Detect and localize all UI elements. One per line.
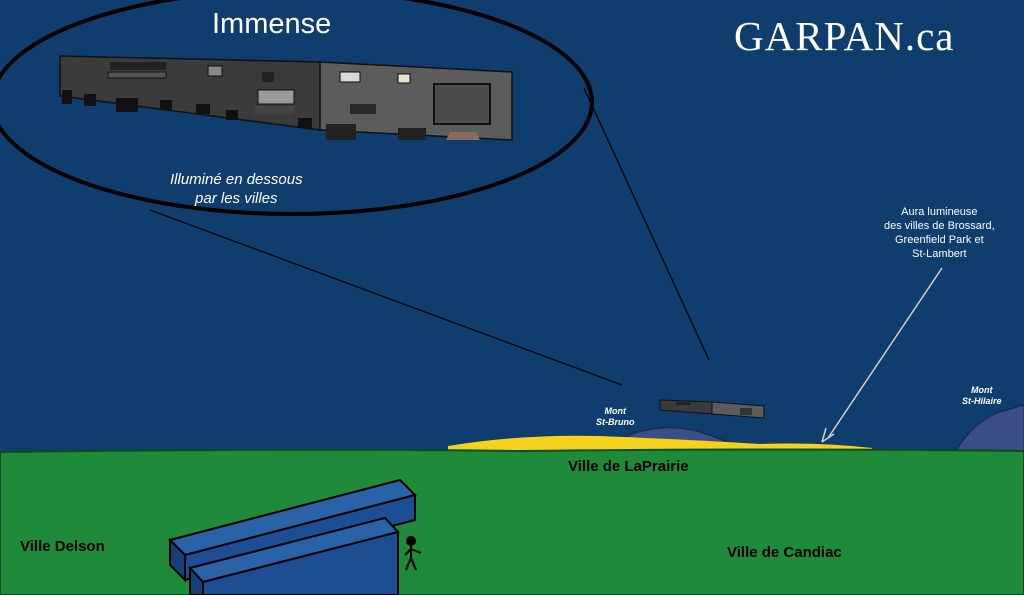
label-mont-st-bruno: Mont St-Bruno [596, 406, 635, 428]
label-st-bruno-line-2: St-Bruno [596, 417, 635, 427]
zoom-ellipse [0, 0, 594, 216]
note-aura: Aura lumineuse des villes de Brossard, G… [884, 205, 995, 261]
aura-arrow-head [821, 427, 835, 443]
stick-person [404, 536, 422, 571]
label-mont-st-hilaire: Mont St-Hilaire [962, 385, 1002, 407]
brand-logo-text: GARPAN.ca [734, 13, 955, 59]
craft-distant [659, 399, 765, 419]
label-st-bruno-line-1: Mont [604, 406, 627, 416]
label-city-candiac: Ville de Candiac [727, 544, 842, 561]
city-glow [448, 435, 872, 452]
note-aura-line-2: des villes de Brossard, [884, 220, 995, 232]
label-city-laprairie: Ville de LaPrairie [568, 458, 689, 475]
label-st-hilaire-line-1: Mont [971, 385, 993, 395]
aura-arrow [827, 267, 943, 439]
warehouse-buildings [168, 478, 417, 595]
note-aura-line-1: Aura lumineuse [901, 206, 978, 218]
label-st-hilaire-line-2: St-Hilaire [962, 396, 1002, 406]
title-immense: Immense [212, 8, 332, 40]
note-lit-line-1: Illuminé en dessous [170, 171, 303, 188]
ground [0, 448, 1024, 595]
note-lit-line-2: par les villes [195, 190, 278, 207]
label-city-delson: Ville Delson [20, 538, 105, 555]
note-lit-from-below: Illuminé en dessous par les villes [170, 170, 303, 208]
note-aura-line-3: Greenfield Park et [895, 234, 984, 246]
mont-st-hilaire-shape [954, 404, 1024, 453]
callout-line-right [583, 87, 710, 361]
giant-craft-zoomed [59, 55, 513, 141]
note-aura-line-4: St-Lambert [912, 248, 967, 260]
callout-line-left [149, 209, 623, 386]
